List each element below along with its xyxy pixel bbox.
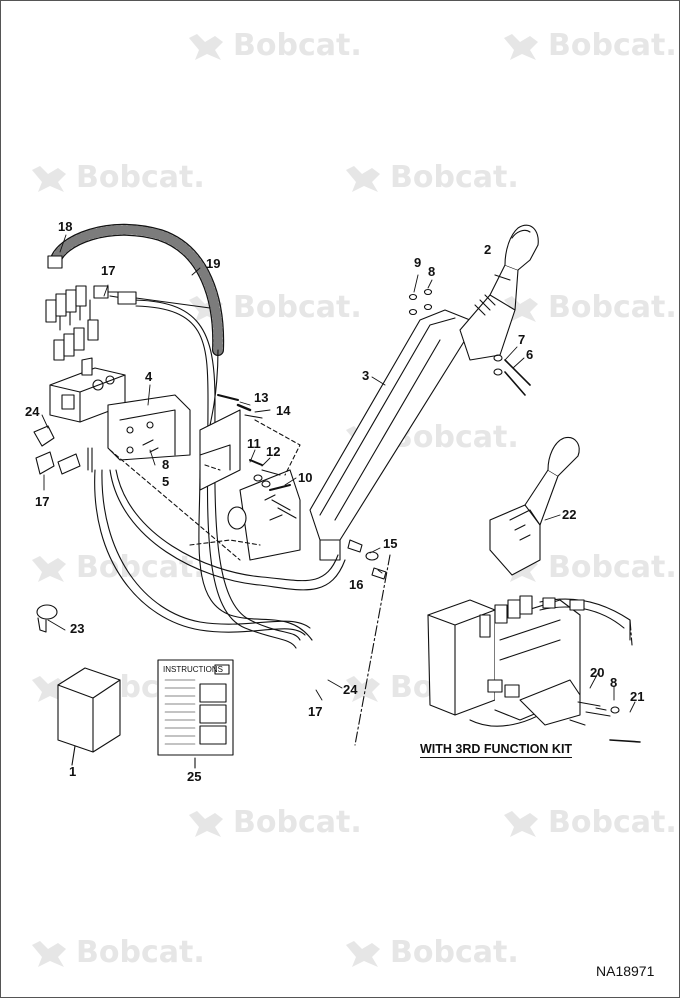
- parts-box: [57, 667, 121, 766]
- callout-18: 18: [58, 219, 73, 234]
- callout-4: 4: [145, 369, 153, 384]
- hydraulic-hoses: [94, 299, 346, 649]
- callout-1: 1: [69, 764, 77, 779]
- callout-16: 16: [349, 577, 364, 592]
- watermark-logo: Bobcat.: [500, 28, 677, 63]
- callout-13: 13: [254, 390, 269, 405]
- joystick: [459, 224, 539, 361]
- callout-25: 25: [187, 769, 202, 784]
- callout-21: 21: [630, 689, 645, 704]
- bobcat-logo-icon: [504, 810, 538, 837]
- watermark-logo: Bobcat.: [185, 805, 362, 840]
- callout-9: 9: [414, 255, 422, 270]
- callout-6: 6: [526, 347, 534, 362]
- control-valve: [45, 255, 211, 423]
- instructions-title: INSTRUCTIONS: [163, 665, 223, 674]
- instructions-card: [157, 659, 234, 769]
- nuts: [347, 539, 387, 580]
- bobcat-logo-icon: [32, 555, 66, 582]
- bobcat-logo-icon: [346, 165, 380, 192]
- bobcat-logo-icon: [346, 940, 380, 967]
- callout-10: 10: [298, 470, 313, 485]
- watermark-logo: Bobcat.: [28, 550, 205, 585]
- callout-24: 24: [343, 682, 358, 697]
- callout-19: 19: [206, 256, 221, 271]
- bobcat-logo-icon: [504, 295, 538, 322]
- bobcat-logo-icon: [346, 675, 380, 702]
- callout-14: 14: [276, 403, 291, 418]
- callout-3: 3: [362, 368, 370, 383]
- bobcat-logo-icon: [32, 165, 66, 192]
- fittings-left: [33, 425, 93, 475]
- bobcat-logo-icon: [189, 810, 223, 837]
- callout-24: 24: [25, 404, 40, 419]
- callout-5: 5: [162, 474, 170, 489]
- callout-17: 17: [101, 263, 116, 278]
- drawing-number: NA18971: [596, 963, 655, 979]
- callout-12: 12: [266, 444, 281, 459]
- bobcat-logo-icon: [504, 33, 538, 60]
- watermark-logo: Bobcat.: [185, 28, 362, 63]
- watermark-logo: Bobcat.: [28, 160, 205, 195]
- lever-mount: [309, 309, 471, 561]
- alt-joystick: [489, 436, 580, 576]
- watermark-logo: Bobcat.: [500, 290, 677, 325]
- watermark-logo: Bobcat.: [342, 160, 519, 195]
- braided-hose: [49, 223, 225, 356]
- callout-11: 11: [247, 436, 261, 451]
- hidden-lines: [109, 419, 301, 561]
- callout-15: 15: [383, 536, 398, 551]
- callout-22: 22: [562, 507, 577, 522]
- callout-23: 23: [70, 621, 85, 636]
- callout-8: 8: [610, 675, 618, 690]
- leader-lines: [41, 234, 636, 713]
- third-function-kit-label: WITH 3RD FUNCTION KIT: [420, 742, 573, 758]
- watermark-logo: Bobcat.: [342, 935, 519, 970]
- callout-17: 17: [35, 494, 50, 509]
- cable-tie: [36, 604, 58, 633]
- divider-line: [354, 554, 391, 746]
- callout-8: 8: [428, 264, 436, 279]
- callout-7: 7: [518, 332, 526, 347]
- bobcat-logo-icon: [189, 33, 223, 60]
- bobcat-logo-icon: [32, 940, 66, 967]
- callout-20: 20: [590, 665, 605, 680]
- watermark-logo: Bobcat.: [500, 805, 677, 840]
- bolts: [217, 394, 297, 519]
- third-function-kit: [427, 595, 641, 743]
- mounting-bracket: [107, 394, 191, 461]
- callout-17: 17: [308, 704, 323, 719]
- lever-bolts: [408, 288, 531, 396]
- center-bracket: [199, 409, 301, 561]
- callout-8: 8: [162, 457, 170, 472]
- watermark-logo: Bobcat.: [28, 935, 205, 970]
- callout-2: 2: [484, 242, 492, 257]
